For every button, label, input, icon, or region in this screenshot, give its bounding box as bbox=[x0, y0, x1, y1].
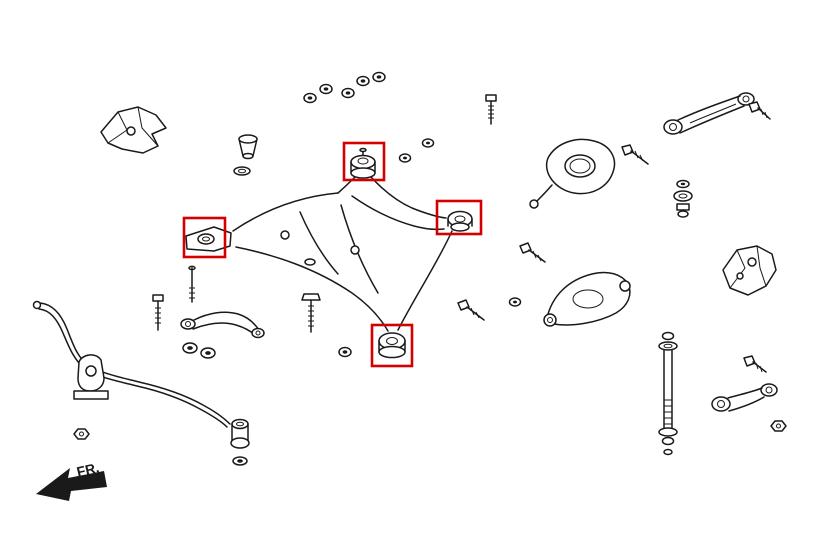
right-bracket bbox=[722, 245, 777, 296]
bolt-top-right bbox=[748, 101, 771, 120]
lower-lateral-link bbox=[711, 383, 778, 412]
trailing-link bbox=[180, 311, 265, 339]
top-left-bracket bbox=[100, 106, 167, 154]
knuckle-hub bbox=[529, 138, 616, 209]
highlight-right-mount-bushing bbox=[435, 199, 483, 236]
bolt-top-center bbox=[485, 94, 497, 125]
grommets-bottom-left bbox=[182, 342, 216, 359]
nut-bottom-left bbox=[73, 428, 90, 440]
washer-below-subframe bbox=[338, 346, 352, 358]
bolt-bottom-right bbox=[743, 355, 767, 373]
cone-bushing bbox=[233, 134, 258, 176]
subframe-crossmember bbox=[185, 147, 473, 359]
highlight-boxes bbox=[182, 141, 483, 368]
highlight-left-mount-bushing bbox=[182, 216, 227, 259]
bushing-stack-bottom bbox=[230, 418, 250, 466]
lower-control-arm bbox=[543, 271, 631, 327]
stud-left bbox=[188, 265, 196, 303]
highlight-top-center-bushing bbox=[342, 141, 386, 182]
washer-left-of-lower-arm bbox=[508, 297, 522, 307]
washer-cluster-top bbox=[303, 71, 386, 104]
small-washers-mid bbox=[398, 138, 435, 163]
sway-bar bbox=[32, 300, 231, 428]
bolt-mid-right bbox=[621, 144, 649, 165]
bolt-under-subframe bbox=[301, 293, 321, 333]
washer-stack-right bbox=[673, 179, 693, 218]
nut-bottom-right bbox=[770, 420, 787, 432]
stabilizer-link bbox=[658, 331, 678, 456]
upper-lateral-arm bbox=[663, 92, 755, 135]
highlight-bottom-center-bushing bbox=[370, 323, 414, 368]
bolt-above-lower-arm bbox=[519, 242, 546, 263]
bolt-left bbox=[152, 294, 164, 331]
fr-label: FR. bbox=[75, 459, 101, 480]
fr-direction-arrow: FR. bbox=[36, 459, 107, 501]
bolt-right-of-bottom-bushing bbox=[457, 299, 485, 321]
